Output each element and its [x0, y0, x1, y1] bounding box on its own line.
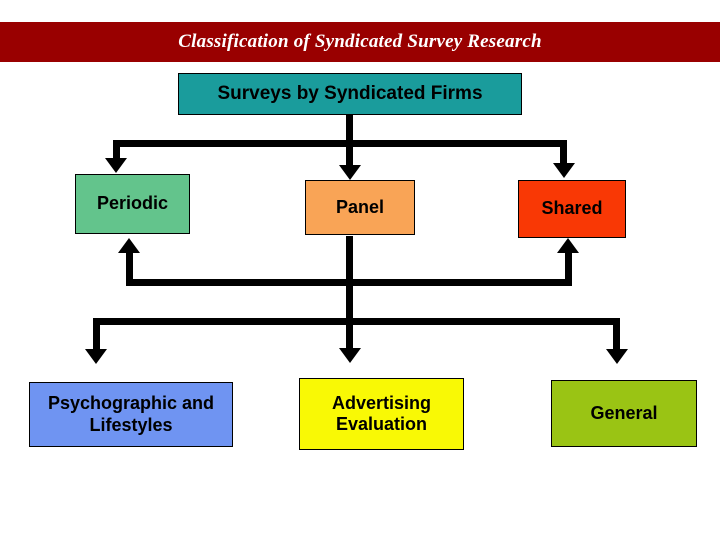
node-advertising-label: Advertising Evaluation: [331, 392, 432, 434]
node-panel[interactable]: Panel: [305, 180, 415, 235]
node-psychographic-label: Psychographic and Lifestyles: [47, 393, 215, 435]
node-periodic-label: Periodic: [96, 193, 169, 214]
title-bar: [0, 22, 720, 62]
connector-periodic-stem: [126, 253, 133, 286]
connector-lower-bus: [93, 318, 620, 325]
node-general-label: General: [590, 402, 658, 423]
arrowhead-psychographic: [85, 349, 107, 364]
node-advertising-evaluation[interactable]: Advertising Evaluation: [299, 378, 464, 450]
arrowhead-general: [606, 349, 628, 364]
node-surveys-label: Surveys by Syndicated Firms: [217, 82, 483, 104]
connector-root-bus: [113, 140, 567, 147]
node-panel-label: Panel: [335, 196, 385, 217]
arrowhead-shared-up: [557, 238, 579, 253]
connector-to-psychographic-vert: [93, 318, 100, 351]
connector-root-to-panel-vert: [346, 140, 353, 167]
node-psychographic-and-lifestyles[interactable]: Psychographic and Lifestyles: [29, 382, 233, 447]
connector-shared-stem: [565, 253, 572, 286]
arrowhead-advertising: [339, 348, 361, 363]
connector-root-to-shared-vert: [560, 140, 567, 165]
arrowhead-panel: [339, 165, 361, 180]
connector-panel-stem: [346, 236, 353, 286]
node-general[interactable]: General: [551, 380, 697, 447]
connector-root-to-periodic-vert: [113, 140, 120, 160]
node-periodic[interactable]: Periodic: [75, 174, 190, 234]
node-surveys-by-syndicated-firms[interactable]: Surveys by Syndicated Firms: [178, 73, 522, 115]
arrowhead-periodic: [105, 158, 127, 173]
arrowhead-shared: [553, 163, 575, 178]
connector-to-advertising-vert: [346, 318, 353, 350]
connector-root-stem: [346, 115, 353, 141]
connector-mid-to-lower-stem: [346, 279, 353, 325]
node-shared[interactable]: Shared: [518, 180, 626, 238]
page-title: Classification of Syndicated Survey Rese…: [178, 31, 542, 52]
arrowhead-periodic-up: [118, 238, 140, 253]
node-shared-label: Shared: [541, 198, 603, 219]
connector-to-general-vert: [613, 318, 620, 351]
